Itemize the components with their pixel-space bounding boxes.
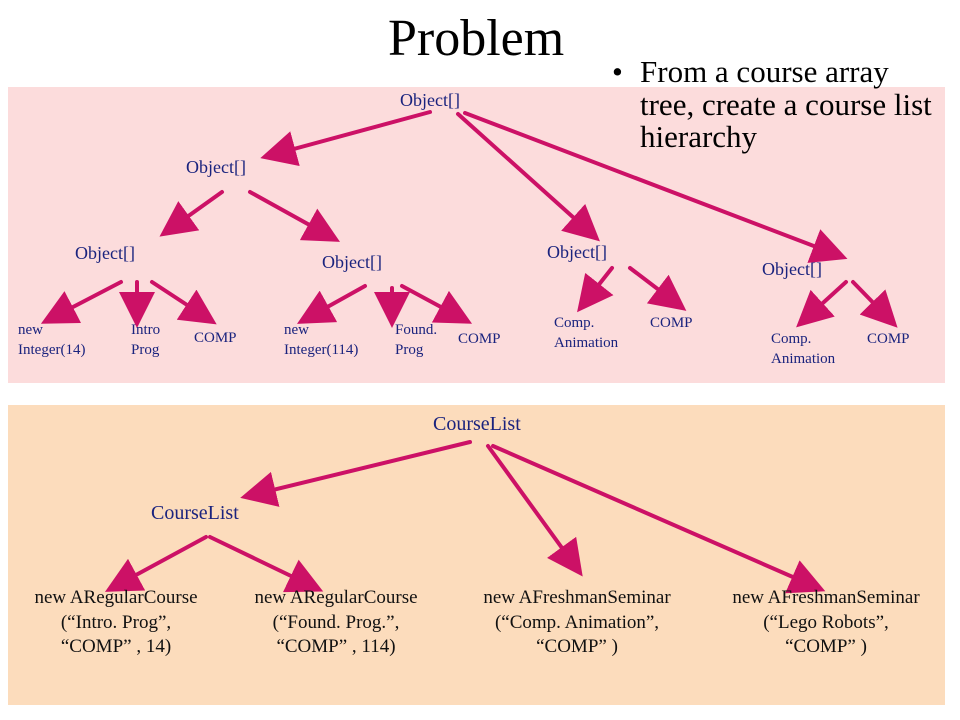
bullet-dot-icon: • xyxy=(612,54,623,89)
arrow-c-to-leaf2 xyxy=(628,266,687,311)
node-left: Object[] xyxy=(186,157,246,177)
leaf-b-3: COMP xyxy=(458,331,501,347)
arrow-a-to-leaf3 xyxy=(150,280,217,325)
leaf-a-2: Intro Prog xyxy=(131,322,161,358)
arrow-b-to-leaf1 xyxy=(297,284,367,324)
arrow-courselist-to-child xyxy=(240,440,472,507)
leaf-c-2: COMP xyxy=(650,315,693,331)
arrow-root-to-c xyxy=(456,112,600,242)
course-1: new ARegularCourse (“Intro. Prog”, “COMP… xyxy=(34,587,198,658)
arrow-root-to-left xyxy=(260,110,432,167)
bullet-point: • From a course array tree, create a cou… xyxy=(612,54,940,155)
leaf-d-1: Comp. Animation xyxy=(771,331,836,367)
courselist-root: CourseList xyxy=(433,413,521,435)
arrow-courselist-to-seminar1 xyxy=(486,444,583,577)
leaf-d-2: COMP xyxy=(867,331,910,347)
course-2: new ARegularCourse (“Found. Prog.”, “COM… xyxy=(254,587,418,658)
leaf-c-1: Comp. Animation xyxy=(554,315,619,351)
course-list-panel xyxy=(8,405,945,705)
arrow-b-to-leaf3 xyxy=(400,284,473,324)
leaf-b-2: Found. Prog xyxy=(395,322,438,358)
node-c: Object[] xyxy=(547,242,607,262)
arrow-left-to-b xyxy=(248,190,340,242)
leaf-a-3: COMP xyxy=(194,330,237,346)
node-a: Object[] xyxy=(75,243,135,263)
course-3: new AFreshmanSeminar (“Comp. Animation”,… xyxy=(483,587,671,658)
arrow-d-to-leaf2 xyxy=(851,280,898,328)
bullet-text: From a course array tree, create a cours… xyxy=(640,54,932,155)
arrow-root-to-d xyxy=(463,111,848,263)
courselist-child: CourseList xyxy=(151,502,239,524)
node-root: Object[] xyxy=(400,90,460,110)
course-4: new AFreshmanSeminar (“Lego Robots”, “CO… xyxy=(732,587,920,658)
arrow-d-to-leaf1 xyxy=(796,280,848,328)
node-b: Object[] xyxy=(322,252,382,272)
leaf-b-1: new Integer(114) xyxy=(284,322,359,358)
arrow-courselist-to-seminar2 xyxy=(491,444,826,594)
node-d: Object[] xyxy=(762,259,822,279)
arrow-child-to-course2 xyxy=(208,535,324,593)
arrow-child-to-course1 xyxy=(104,535,208,592)
slide-title: Problem xyxy=(388,10,565,67)
arrow-c-to-leaf1 xyxy=(577,266,614,313)
arrow-left-to-a xyxy=(159,190,224,237)
leaf-a-1: new Integer(14) xyxy=(18,322,86,358)
arrow-a-to-leaf1 xyxy=(40,280,123,324)
